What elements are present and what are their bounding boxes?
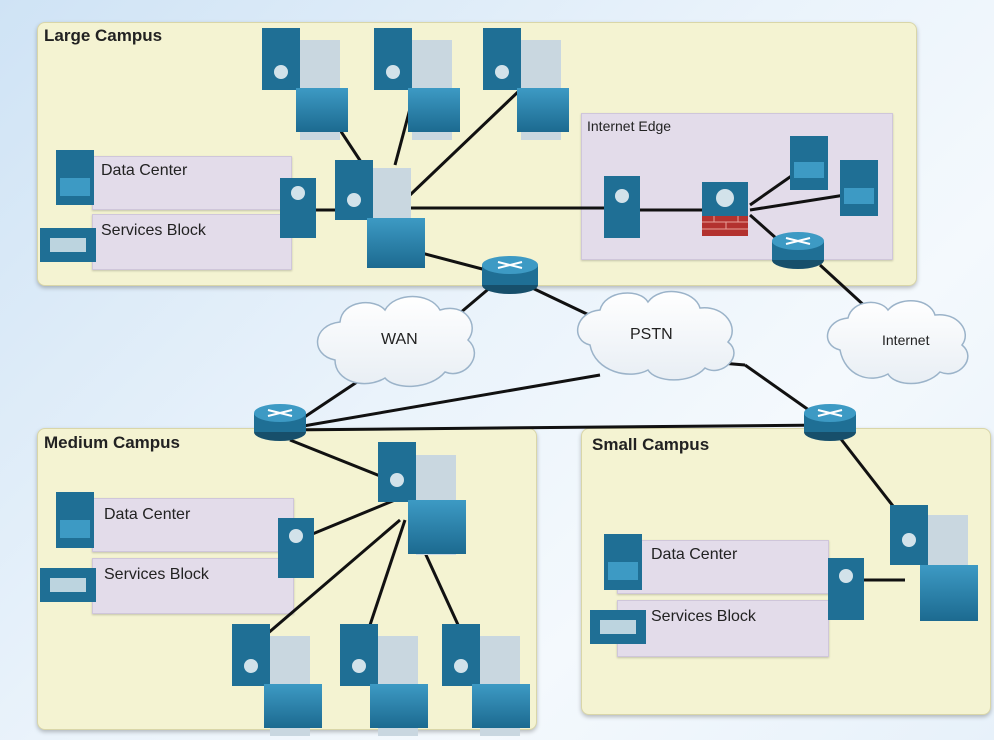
distribution-switch-icon: [280, 178, 316, 238]
large-data-center-label: Data Center: [101, 162, 188, 179]
medium-campus-title: Medium Campus: [44, 433, 181, 452]
internet-edge-label: Internet Edge: [587, 118, 672, 134]
services-block-icon: [590, 610, 646, 644]
small-campus-title: Small Campus: [592, 435, 710, 454]
pstn-label: PSTN: [630, 326, 673, 343]
switch-stack-icon: [442, 624, 530, 736]
large-services-block-label: Services Block: [101, 222, 206, 239]
distribution-switch-icon: [278, 518, 314, 578]
small-services-block-label: Services Block: [651, 608, 756, 625]
firewall-icon: [702, 182, 748, 236]
switch-stack-icon: [374, 28, 460, 140]
medium-services-block-label: Services Block: [104, 566, 209, 583]
distribution-switch-icon: [828, 558, 864, 620]
medium-router-icon: [254, 404, 306, 441]
pstn-cloud: [576, 290, 735, 381]
internet-cloud: [826, 299, 969, 385]
wan-cloud: [316, 295, 476, 388]
edge-server-icon: [840, 160, 878, 216]
switch-stack-icon: [232, 624, 322, 736]
data-center-server-icon: [56, 492, 94, 548]
data-center-server-icon: [56, 150, 94, 205]
medium-data-center-block: [92, 498, 294, 552]
internet-router-icon: [772, 232, 824, 269]
internet-label: Internet: [882, 332, 930, 348]
small-data-center-block: [617, 540, 829, 594]
large-campus-title: Large Campus: [44, 26, 163, 45]
wan-router-icon: [482, 256, 538, 294]
edge-server-icon: [790, 136, 828, 190]
switch-stack-icon: [262, 28, 348, 140]
small-services-block: [617, 600, 829, 657]
core-switch-icon: [335, 160, 425, 268]
switch-stack-icon: [483, 28, 569, 140]
data-center-server-icon: [604, 534, 642, 590]
switch-stack-icon: [340, 624, 428, 736]
edge-switch-icon: [604, 176, 640, 238]
small-router-icon: [804, 404, 856, 441]
large-data-center-block: [92, 156, 292, 210]
large-services-block: [92, 214, 292, 270]
core-switch-icon: [378, 442, 466, 555]
services-block-icon: [40, 568, 96, 602]
wan-label: WAN: [381, 331, 418, 348]
small-data-center-label: Data Center: [651, 546, 738, 563]
medium-services-block: [92, 558, 294, 614]
services-block-icon: [40, 228, 96, 262]
medium-data-center-label: Data Center: [104, 506, 191, 523]
core-switch-icon: [890, 505, 978, 621]
